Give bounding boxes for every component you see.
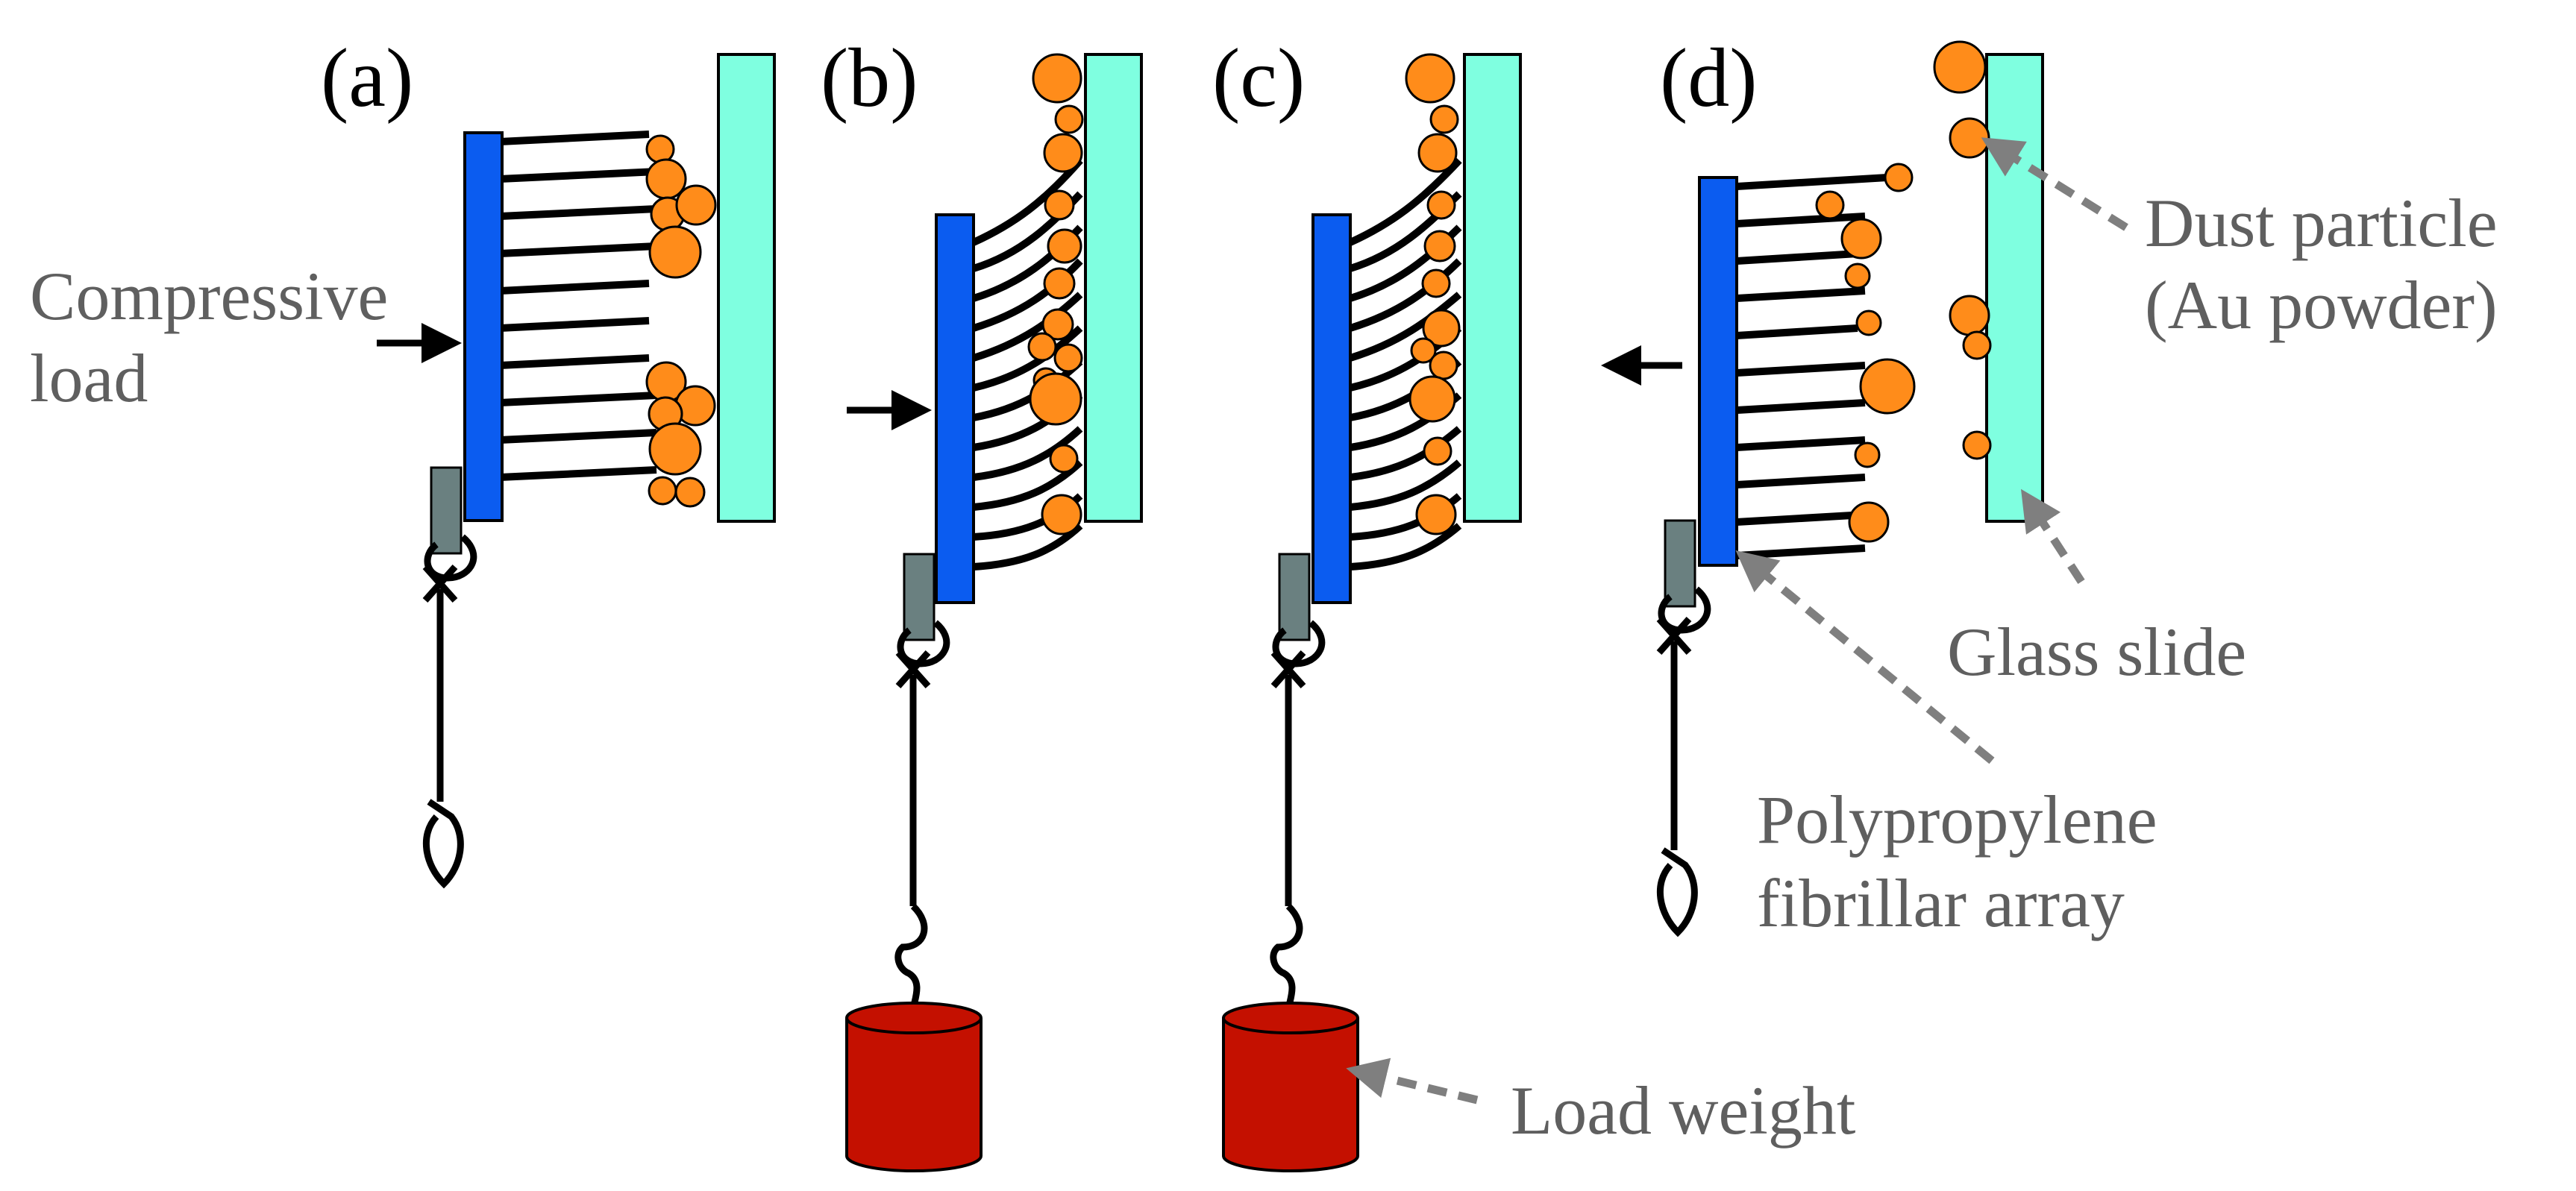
fibrillar-array	[499, 131, 657, 481]
dust-particles	[1815, 40, 1992, 543]
load-weight-label: Load weight	[1346, 1058, 1856, 1148]
load-weight	[1222, 1002, 1359, 1172]
hanging-string	[894, 620, 950, 1007]
clip	[1278, 553, 1311, 641]
fibrillar-array-line1: Polypropylene	[1757, 782, 2157, 858]
backing-plate	[935, 213, 975, 604]
panel-label-b: (b)	[821, 32, 918, 125]
panel-label-d: (d)	[1660, 32, 1758, 125]
dust-particles	[645, 134, 717, 508]
clip	[1664, 519, 1696, 608]
backing-plate	[463, 131, 504, 522]
glass-slide-leader	[2020, 488, 2085, 585]
glass-slide-text: Glass slide	[1947, 614, 2246, 690]
glass-slide	[1985, 53, 2044, 523]
panel-b	[845, 53, 1143, 1172]
dust-particles	[1027, 53, 1084, 535]
hanging-string	[1656, 586, 1711, 937]
load-weight	[845, 1002, 983, 1172]
panel-label-a: (a)	[321, 32, 413, 125]
compressive-load-line2: load	[30, 340, 148, 416]
clip	[903, 553, 936, 641]
compressive-load-label: Compressive load	[30, 258, 388, 416]
fibrillar-array	[1736, 174, 1888, 559]
panel-d	[1601, 40, 2044, 937]
backing-plate	[1698, 176, 1738, 567]
dust-particle-line2: (Au powder)	[2145, 267, 2498, 343]
dust-particle-line1: Dust particle	[2145, 185, 2498, 261]
panel-label-c: (c)	[1212, 32, 1305, 125]
panel-c	[1222, 53, 1522, 1172]
dust-particle-leader	[1981, 137, 2128, 231]
glass-slide	[717, 53, 776, 523]
glass-slide	[1463, 53, 1522, 523]
backing-plate	[1311, 213, 1352, 604]
fibrillar-array-label: Polypropylene fibrillar array	[1735, 550, 2157, 941]
hanging-string	[1270, 620, 1326, 1007]
glass-slide-label: Glass slide	[1947, 488, 2246, 690]
clip	[430, 466, 463, 555]
panel-a	[377, 53, 776, 889]
load-weight-text: Load weight	[1511, 1072, 1856, 1148]
dust-particle-label: Dust particle (Au powder)	[1981, 137, 2498, 343]
fibrillar-array-leader	[1735, 550, 1995, 764]
dust-particles	[1405, 53, 1461, 535]
hanging-string	[422, 534, 477, 889]
glass-slide	[1084, 53, 1143, 523]
load-weight-leader	[1346, 1058, 1479, 1104]
fibrillar-array-line2: fibrillar array	[1757, 865, 2125, 941]
compressive-load-line1: Compressive	[30, 258, 388, 334]
